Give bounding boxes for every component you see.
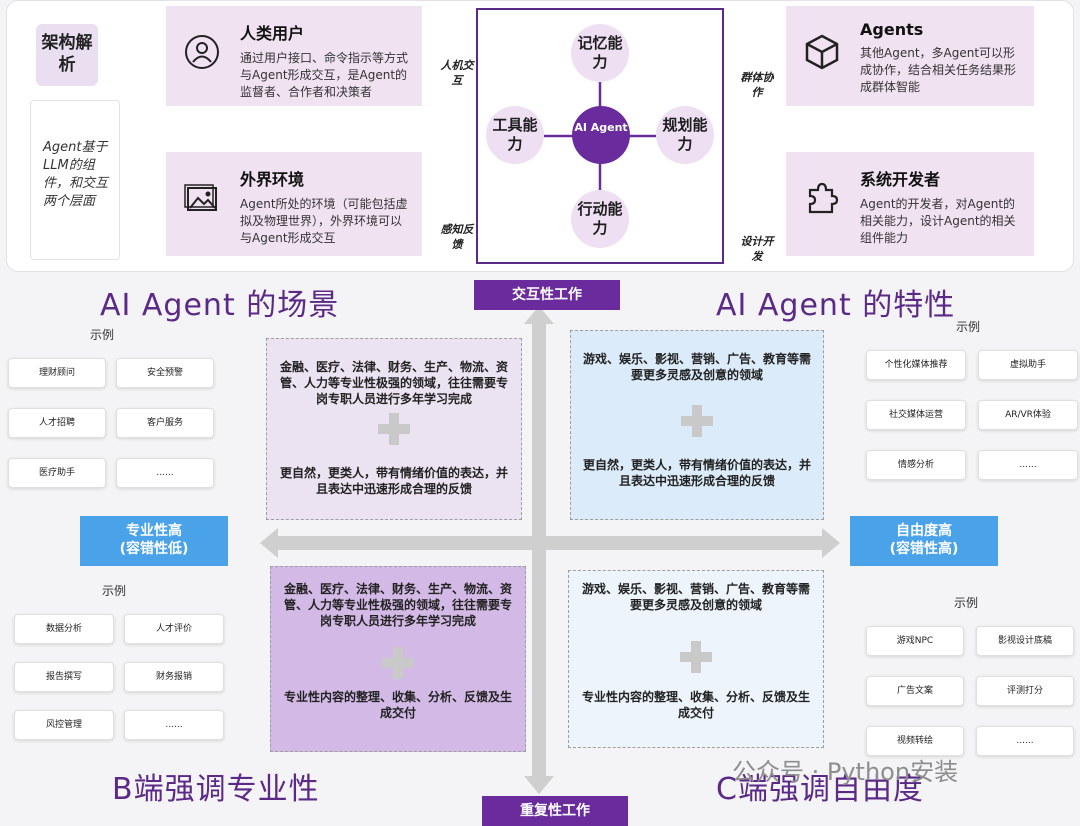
puzzle-icon — [800, 176, 844, 220]
cube-icon — [800, 30, 844, 74]
axis-label-left: 专业性高 (容错性低) — [80, 516, 228, 566]
plus-icon — [681, 405, 713, 437]
example-chip: 风控管理 — [14, 710, 114, 740]
label-hci: 人机交互 — [440, 59, 474, 87]
example-chip: ...... — [978, 450, 1078, 480]
card-desc: 通过用户接口、命令指示等方式与Agent形成交互，是Agent的监督者、合作者和… — [240, 51, 409, 99]
architecture-note: Agent基于LLM的组件，和交互两个层面 — [30, 100, 120, 260]
watermark: 公众号 · Python安装 — [732, 758, 959, 786]
card-developer: 系统开发者 Agent的开发者，对Agent的相关能力，设计Agent的相关组件… — [786, 152, 1034, 256]
plus-icon — [382, 647, 414, 679]
card-title: 外界环境 — [240, 170, 305, 189]
card-title: 系统开发者 — [860, 170, 941, 189]
example-chip: 广告文案 — [866, 676, 964, 706]
example-chip: 人才评价 — [124, 614, 224, 644]
image-icon — [180, 176, 224, 220]
example-chip: 财务报销 — [124, 662, 224, 692]
card-title: Agents — [860, 20, 924, 39]
axis-label-bottom: 重复性工作 — [482, 796, 628, 826]
quadrant-feature-text: 专业性内容的整理、收集、分析、反馈及生成交付 — [581, 690, 810, 720]
quadrant-bottom-left: 金融、医疗、法律、财务、生产、物流、资管、人力等专业性极强的领域，往往需要专岗专… — [270, 566, 526, 752]
card-human-user: 人类用户 通过用户接口、命令指示等方式与Agent形成交互，是Agent的监督者… — [166, 6, 422, 106]
quadrant-domain-text: 金融、医疗、法律、财务、生产、物流、资管、人力等专业性极强的领域，往往需要专岗专… — [279, 360, 508, 406]
quadrant-top-right: 游戏、娱乐、影视、营销、广告、教育等需要更多灵感及创意的领域 更自然，更类人，带… — [570, 330, 824, 520]
quadrant-feature-text: 专业性内容的整理、收集、分析、反馈及生成交付 — [283, 690, 512, 720]
ai-agent-center: AI Agent — [572, 106, 630, 164]
label-design: 设计开发 — [740, 235, 774, 263]
example-chip: 虚拟助手 — [978, 350, 1078, 380]
example-chip: 游戏NPC — [866, 626, 964, 656]
examples-label-br: 示例 — [954, 596, 979, 610]
label-perceive: 感知反馈 — [440, 223, 474, 251]
example-chip: 情感分析 — [866, 450, 966, 480]
plus-icon — [378, 413, 410, 445]
quadrant-bottom-right: 游戏、娱乐、影视、营销、广告、教育等需要更多灵感及创意的领域 专业性内容的整理、… — [568, 570, 824, 748]
quadrant-domain-text: 金融、医疗、法律、财务、生产、物流、资管、人力等专业性极强的领域，往往需要专岗专… — [283, 582, 512, 628]
example-chip: ...... — [116, 458, 214, 488]
axis-label-top: 交互性工作 — [474, 280, 620, 310]
capability-tools: 工具能力 — [486, 106, 544, 164]
label-group: 群体协作 — [740, 71, 774, 99]
card-desc: Agent所处的环境（可能包括虚拟及物理世界），外界环境可以与Agent形成交互 — [240, 197, 408, 245]
examples-label-tl: 示例 — [90, 328, 115, 342]
title-b-side: B端强调专业性 — [112, 772, 320, 807]
examples-label-bl: 示例 — [102, 584, 127, 598]
example-chip: 客户服务 — [116, 408, 214, 438]
example-chip: 评测打分 — [976, 676, 1074, 706]
axis-arrows — [260, 306, 840, 794]
capability-action: 行动能力 — [571, 190, 629, 248]
quadrant-domain-text: 游戏、娱乐、影视、营销、广告、教育等需要更多灵感及创意的领域 — [581, 582, 810, 612]
capability-planning: 规划能力 — [656, 106, 714, 164]
example-chip: 影视设计底稿 — [976, 626, 1074, 656]
quadrant-feature-text: 更自然，更类人，带有情绪价值的表达，并且表达中迅速形成合理的反馈 — [279, 466, 508, 496]
example-chip: 安全预警 — [116, 358, 214, 388]
example-chip: 医疗助手 — [8, 458, 106, 488]
example-chip: 视频转绘 — [866, 726, 964, 756]
title-scene: AI Agent 的场景 — [100, 288, 340, 323]
card-title: 人类用户 — [240, 24, 305, 43]
example-chip: 数据分析 — [14, 614, 114, 644]
example-chip: 理财顾问 — [8, 358, 106, 388]
axis-label-right: 自由度高 (容错性高) — [850, 516, 998, 566]
quadrant-top-left: 金融、医疗、法律、财务、生产、物流、资管、人力等专业性极强的领域，往往需要专岗专… — [266, 338, 522, 520]
title-feature: AI Agent 的特性 — [716, 288, 956, 323]
title-c-side: C端强调自由度 — [716, 772, 924, 807]
example-chip: 人才招聘 — [8, 408, 106, 438]
example-chip: 社交媒体运营 — [866, 400, 966, 430]
agent-core-box: 记忆能力 工具能力 规划能力 行动能力 AI Agent — [476, 8, 724, 264]
card-environment: 外界环境 Agent所处的环境（可能包括虚拟及物理世界），外界环境可以与Agen… — [166, 152, 422, 256]
plus-icon — [680, 641, 712, 673]
example-chip: 个性化媒体推荐 — [866, 350, 966, 380]
quadrant-domain-text: 游戏、娱乐、影视、营销、广告、教育等需要更多灵感及创意的领域 — [582, 352, 811, 382]
card-desc: 其他Agent，多Agent可以形成协作，结合相关任务结果形成群体智能 — [860, 46, 1017, 94]
capability-memory: 记忆能力 — [571, 24, 629, 82]
example-chip: AR/VR体验 — [978, 400, 1078, 430]
example-chip: ...... — [124, 710, 224, 740]
user-icon — [180, 30, 224, 74]
quadrant-feature-text: 更自然，更类人，带有情绪价值的表达，并且表达中迅速形成合理的反馈 — [582, 458, 811, 488]
card-desc: Agent的开发者，对Agent的相关能力，设计Agent的相关组件能力 — [860, 197, 1016, 245]
example-chip: 报告撰写 — [14, 662, 114, 692]
architecture-tag: 架构解析 — [36, 24, 98, 86]
example-chip: ...... — [976, 726, 1074, 756]
card-agents: Agents 其他Agent，多Agent可以形成协作，结合相关任务结果形成群体… — [786, 6, 1034, 106]
examples-label-tr: 示例 — [956, 320, 981, 334]
